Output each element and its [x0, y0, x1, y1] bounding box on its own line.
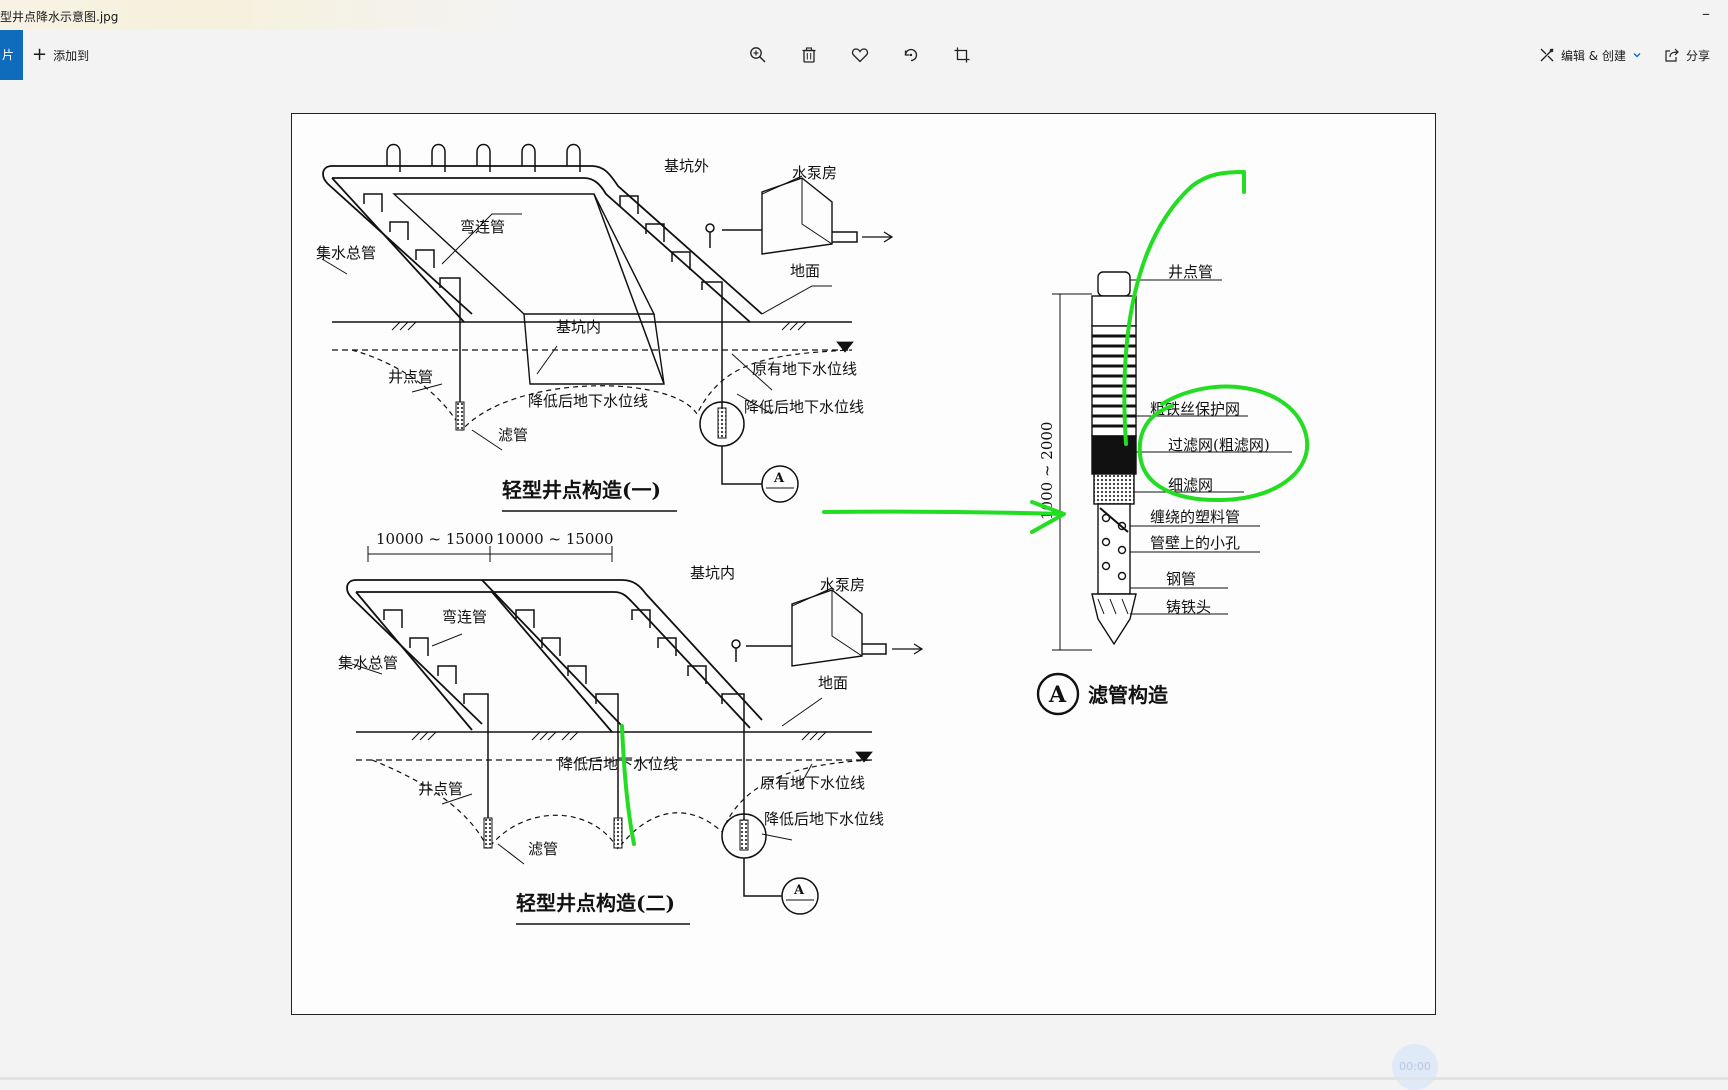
caption-top: 轻型井点构造(一) [502, 478, 661, 502]
diagram-top [321, 143, 894, 512]
detail-labels: 井点管 粗铁丝保护网 过滤网(粗滤网) 细滤网 缠绕的塑料管 管壁上的小孔 钢管… [1038, 263, 1270, 708]
label-header-pipe: 集水总管 [316, 244, 376, 262]
detail-mark-top: A [773, 471, 785, 486]
detail-steel-pipe: 钢管 [1166, 570, 1196, 588]
edit-create-label: 编辑 & 创建 [1560, 48, 1626, 63]
dimension-1: 10000 ~ 15000 [376, 530, 494, 548]
label-lowered-water-right: 降低后地下水位线 [744, 398, 864, 416]
viewer-tools [745, 42, 975, 68]
share-label: 分享 [1685, 48, 1710, 63]
share-button[interactable]: 分享 [1664, 47, 1710, 64]
detail-well-pipe: 井点管 [1168, 263, 1213, 281]
crop-icon [954, 47, 970, 63]
label-lowered-water: 降低后地下水位线 [528, 392, 648, 410]
annotation-arrow-right [822, 500, 1066, 534]
diagram-bottom-labels: 10000 ~ 15000 10000 ~ 15000 基坑内 水泵房 弯连管 … [338, 530, 884, 915]
share-icon [1665, 48, 1679, 62]
zoom-in-icon [750, 47, 766, 63]
label-filter-pipe: 滤管 [498, 426, 528, 444]
detail-cast-head: 铸铁头 [1166, 598, 1211, 616]
nav-tab[interactable]: 片 [0, 30, 23, 80]
label-elbow-pipe-b: 弯连管 [442, 608, 487, 626]
label-elbow-pipe: 弯连管 [460, 218, 505, 236]
detail-plastic-pipe: 缠绕的塑料管 [1150, 508, 1240, 526]
favorite-icon [851, 48, 869, 63]
caption-bottom: 轻型井点构造(二) [516, 891, 675, 915]
detail-holes: 管壁上的小孔 [1150, 534, 1240, 552]
detail-filter-pipe [1036, 271, 1292, 716]
label-inside-pit: 基坑内 [556, 318, 601, 336]
rotate-button[interactable] [898, 42, 924, 68]
chevron-down-icon [1633, 53, 1641, 58]
label-ground: 地面 [790, 262, 820, 280]
label-pump-house: 水泵房 [792, 164, 837, 182]
edit-create-button[interactable]: 编辑 & 创建 [1539, 47, 1642, 64]
annotation-arrow-up [1122, 170, 1246, 446]
favorite-button[interactable] [847, 42, 873, 68]
edit-create-icon [1540, 48, 1554, 62]
detail-caption: 滤管构造 [1088, 683, 1169, 707]
rotate-icon [904, 48, 918, 62]
green-annotations [620, 170, 1310, 846]
label-well-pipe-b: 井点管 [418, 780, 463, 798]
minimize-button[interactable]: – [1702, 4, 1710, 23]
add-to-label: 添加到 [53, 48, 90, 63]
zoom-in-button[interactable] [745, 42, 771, 68]
window-title: 型井点降水示意图.jpg [0, 10, 119, 24]
scrollbar[interactable] [0, 1077, 1728, 1080]
label-inside-pit-b: 基坑内 [690, 564, 735, 582]
detail-filter-mesh: 过滤网(粗滤网) [1168, 436, 1270, 454]
right-tools: 编辑 & 创建 分享 [1539, 43, 1710, 67]
detail-fine-mesh: 细滤网 [1168, 476, 1213, 494]
dimension-2: 10000 ~ 15000 [496, 530, 614, 548]
toolbar: 片 + 添加到 [0, 30, 1728, 80]
label-filter-pipe-b: 滤管 [528, 840, 558, 858]
delete-icon [802, 47, 816, 63]
annotation-ellipse [1137, 384, 1310, 503]
label-header-pipe-b: 集水总管 [338, 654, 398, 672]
label-ground-b: 地面 [818, 674, 848, 692]
displayed-photo: 基坑外 水泵房 弯连管 集水总管 地面 基坑内 井点管 原有地下水位线 降低后地… [291, 113, 1436, 1015]
label-lowered-water-b: 降低后地下水位线 [558, 755, 678, 773]
detail-mark: A [1048, 682, 1067, 708]
label-outside-pit: 基坑外 [664, 157, 709, 175]
crop-button[interactable] [949, 42, 975, 68]
detail-mark-bottom: A [793, 883, 805, 898]
plus-icon: + [32, 44, 48, 65]
label-pump-house-b: 水泵房 [820, 576, 865, 594]
annotation-line-bottom [620, 724, 636, 846]
label-lowered-water-right-b: 降低后地下水位线 [764, 810, 884, 828]
zoom-indicator[interactable]: 00:00 [1392, 1044, 1438, 1090]
title-bar: 型井点降水示意图.jpg – [0, 0, 1728, 30]
diagram-top-labels: 基坑外 水泵房 弯连管 集水总管 地面 基坑内 井点管 原有地下水位线 降低后地… [316, 157, 864, 502]
label-original-water: 原有地下水位线 [752, 360, 857, 378]
label-original-water-b: 原有地下水位线 [760, 774, 865, 792]
label-well-pipe: 井点管 [388, 368, 433, 386]
diagram-bottom [346, 546, 924, 925]
image-viewer-canvas[interactable]: 基坑外 水泵房 弯连管 集水总管 地面 基坑内 井点管 原有地下水位线 降低后地… [0, 80, 1728, 1080]
diagram-drawing: 基坑外 水泵房 弯连管 集水总管 地面 基坑内 井点管 原有地下水位线 降低后地… [316, 143, 1310, 925]
detail-height-dim: 1000 ~ 2000 [1038, 422, 1056, 520]
delete-button[interactable] [796, 42, 822, 68]
add-to-button[interactable]: + 添加到 [32, 44, 89, 66]
